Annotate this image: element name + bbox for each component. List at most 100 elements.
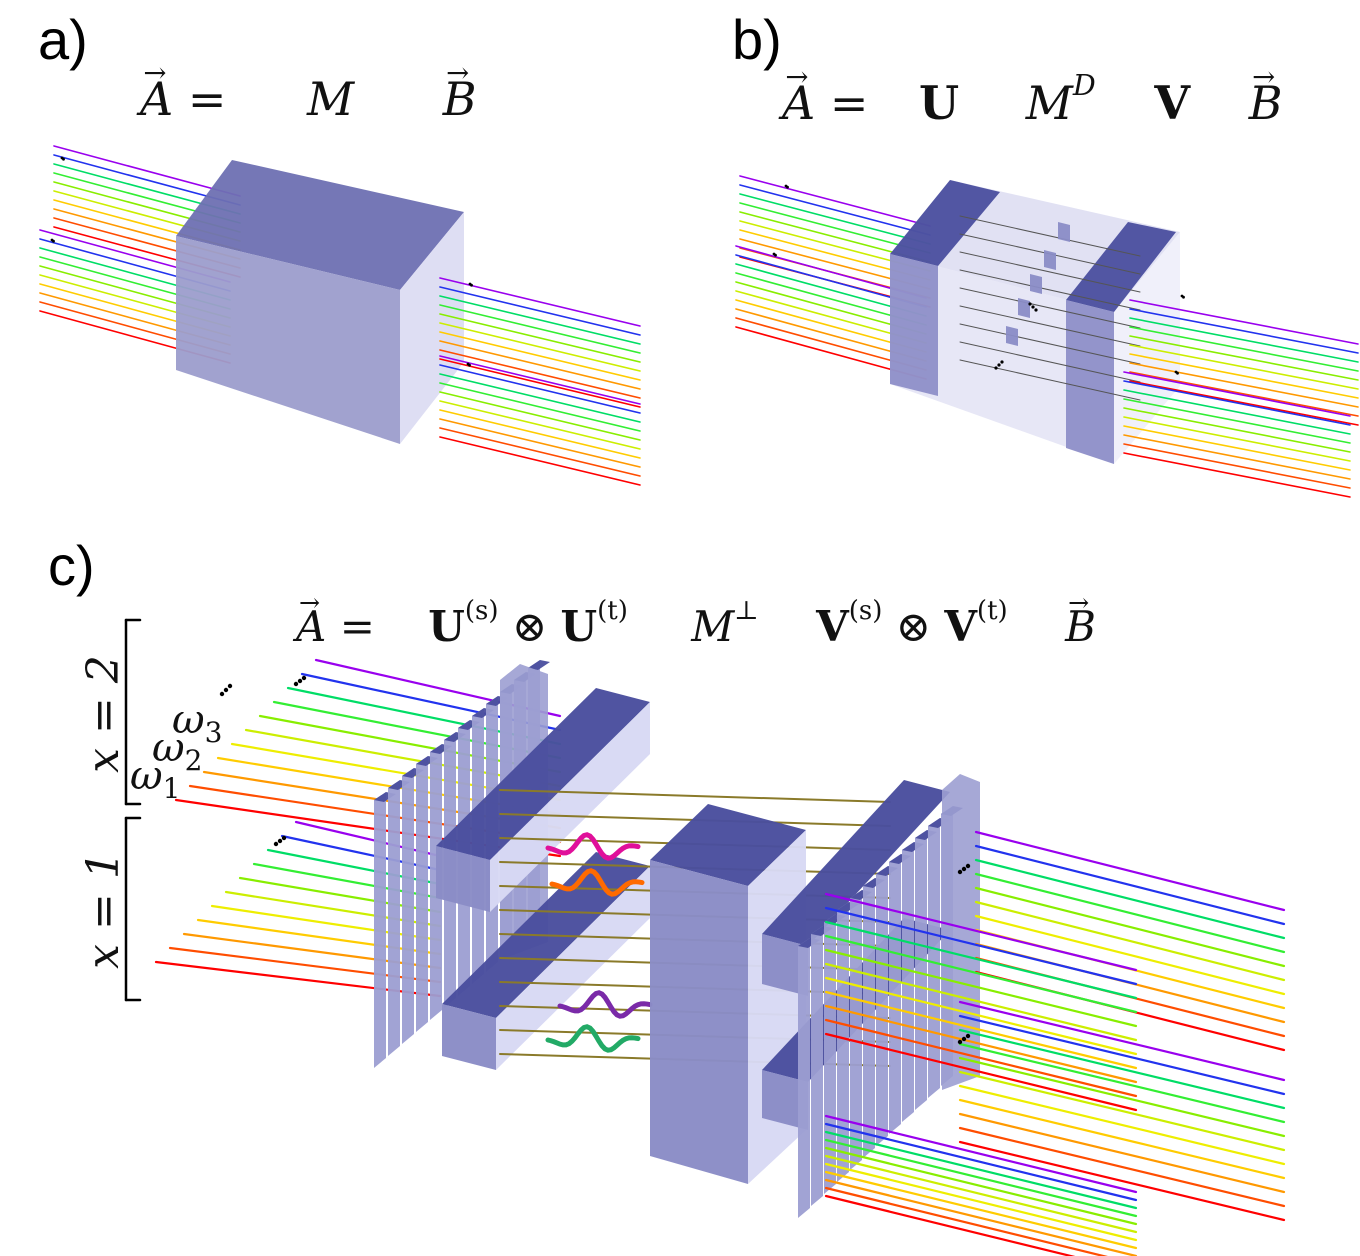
diagonal-mode-line (959, 269, 1141, 311)
output-fiber-b-upper (1129, 344, 1359, 390)
output-fiber-a-upper (439, 322, 641, 372)
vector-b: B (443, 59, 477, 122)
ellipsis-dots (965, 863, 971, 869)
u-s-plate (388, 780, 400, 1056)
u-s-plate-top (528, 660, 550, 670)
vector-b: B (1249, 63, 1283, 126)
output-fiber-b-upper (1129, 308, 1359, 354)
box-a-front (176, 236, 400, 444)
group-label-x2: x = 2 (78, 655, 129, 773)
ellipsis-dots (961, 1036, 967, 1042)
tensor-product: ⊗ (895, 602, 931, 651)
output-fiber-a-upper (439, 349, 641, 399)
ellipsis-dots (1034, 308, 1038, 312)
v-s-plate-back (942, 774, 980, 1090)
output-fiber-bottom (824, 1170, 1138, 1250)
panel-label-b: b) (732, 8, 782, 71)
output-fiber-mid (824, 976, 1138, 1056)
u-s-plate (416, 756, 428, 1032)
group-label-x1: x = 1 (78, 851, 129, 969)
output-fiber-a-lower (439, 382, 641, 432)
superscript-s: (s) (848, 595, 883, 626)
wave-packet (545, 1024, 641, 1053)
output-fiber-mid (824, 962, 1138, 1042)
output-fiber-a-lower (439, 400, 641, 450)
output-fiber-b-upper (1129, 317, 1359, 363)
vector-a: A (296, 590, 326, 648)
omega-1-label: ω1 (130, 753, 181, 805)
equation-b: A = U MD V B (782, 63, 1283, 126)
ellipsis-dots (227, 683, 233, 689)
v-t-block-upper-front (762, 934, 808, 996)
superscript-s: (s) (464, 595, 499, 626)
ellipsis-dots (1031, 305, 1035, 309)
input-fiber-b-upper (739, 184, 931, 236)
output-fiber-b-upper (1129, 326, 1359, 372)
output-fiber-a-lower (439, 364, 641, 414)
vector-a: A (140, 59, 173, 122)
m-perp-block-top (650, 804, 806, 886)
equals-sign: = (829, 76, 869, 130)
output-fiber-mid (824, 1004, 1138, 1084)
equals-sign: = (187, 72, 227, 126)
ellipsis-dots (468, 363, 471, 367)
panel-label-a: a) (38, 8, 88, 71)
wave-packet (545, 832, 641, 861)
output-fiber-b-lower (1123, 371, 1351, 417)
output-fiber-b-lower (1123, 380, 1351, 426)
ellipsis-dots (957, 869, 963, 875)
ellipsis-dots (223, 687, 229, 693)
ellipsis-dots (52, 239, 55, 243)
output-fiber-x2 (974, 886, 1286, 968)
superscript-t: (t) (597, 595, 628, 626)
ellipsis-dots (961, 866, 967, 872)
input-fiber-a-upper (53, 145, 241, 197)
output-fiber-bottom (824, 1162, 1138, 1242)
output-fiber-x1 (958, 1126, 1286, 1208)
diagonal-element-block (1030, 274, 1042, 294)
output-fiber-mid (824, 934, 1138, 1014)
matrix-m: M (307, 72, 355, 126)
input-fiber-b-upper (739, 175, 931, 227)
v-s-plate (798, 938, 810, 1218)
diagonal-mode-line (959, 215, 1141, 257)
u-t-block-upper-side (490, 702, 650, 912)
output-fiber-a-upper (439, 331, 641, 381)
v-t-block-lower-front (762, 1070, 808, 1130)
output-fiber-mid (824, 1032, 1138, 1112)
output-fiber-a-lower (439, 436, 641, 486)
output-fiber-bottom (824, 1114, 1138, 1194)
ellipsis-dots (301, 675, 307, 681)
u-t-block-lower-front (442, 1004, 496, 1070)
superscript-perp: ⊥ (734, 595, 759, 626)
tensor-product: ⊗ (511, 602, 548, 651)
output-fiber-a-lower (439, 409, 641, 459)
output-fiber-a-upper (439, 340, 641, 390)
ellipsis-dots (1000, 360, 1004, 364)
omega-2-label: ω2 (152, 725, 203, 777)
input-fiber-b-upper (739, 193, 931, 245)
box-a-side (400, 212, 464, 444)
wave-packet (557, 990, 653, 1019)
diagonal-mode-line (959, 341, 1141, 383)
output-fiber-a-lower (439, 418, 641, 468)
ellipsis-dots (786, 185, 789, 189)
output-fiber-b-lower (1123, 416, 1351, 462)
output-fiber-b-upper (1129, 353, 1359, 399)
output-fiber-b-upper (1129, 380, 1359, 426)
v-t-block-upper-top (762, 780, 950, 946)
v-s-plate (811, 926, 823, 1206)
u-s-plate (402, 768, 414, 1044)
output-fiber-bottom (824, 1178, 1138, 1256)
output-fiber-x1 (958, 1042, 1286, 1124)
output-fiber-mid (824, 1018, 1138, 1098)
output-fiber-a-lower (439, 427, 641, 477)
ellipsis-dots (1028, 302, 1032, 306)
output-fiber-mid (824, 906, 1138, 986)
matrix-m-perp: M (691, 602, 735, 651)
v-s-plate (824, 914, 836, 1194)
ellipsis-dots (273, 841, 279, 847)
v-s-plate (850, 890, 862, 1170)
